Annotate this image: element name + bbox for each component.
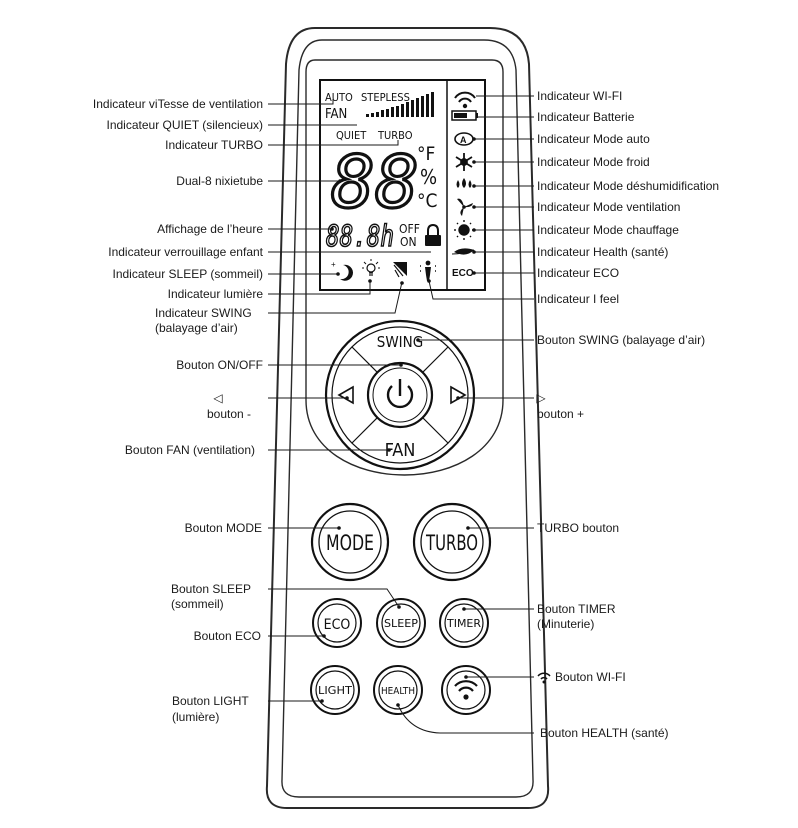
fan-button[interactable]: FAN bbox=[352, 395, 448, 463]
label-swing-btn: Bouton SWING (balayage d’air) bbox=[537, 333, 705, 347]
light-button-label: LIGHT bbox=[318, 684, 353, 697]
timer-button[interactable]: TIMER bbox=[439, 598, 489, 648]
label-quiet: Indicateur QUIET (silencieux) bbox=[106, 118, 263, 132]
swing-louver-icon bbox=[393, 262, 407, 278]
mode-button-label: MODE bbox=[326, 531, 374, 555]
power-button[interactable] bbox=[366, 361, 434, 429]
left-labels: Indicateur viTesse de ventilation Indica… bbox=[93, 97, 264, 724]
swing-button-label: SWING bbox=[377, 333, 423, 351]
lcd-fan: FAN bbox=[325, 107, 347, 122]
lcd-auto: AUTO bbox=[325, 91, 353, 104]
label-fan-speed: Indicateur viTesse de ventilation bbox=[93, 97, 263, 111]
label-health-btn: Bouton HEALTH (santé) bbox=[540, 726, 669, 740]
timer-button-label: TIMER bbox=[446, 617, 481, 630]
moon-icon: + bbox=[331, 260, 353, 281]
label-wifi-btn: Bouton WI-FI bbox=[555, 670, 626, 684]
fan-speed-bars bbox=[366, 92, 434, 117]
sun-icon bbox=[454, 220, 474, 240]
lcd-quiet: QUIET bbox=[336, 129, 367, 142]
fan-button-label: FAN bbox=[385, 440, 416, 461]
label-swing-1: Indicateur SWING bbox=[155, 306, 252, 320]
label-light-btn-2: (lumière) bbox=[172, 710, 219, 724]
label-timer-btn-1: Bouton TIMER bbox=[537, 602, 616, 616]
health-button-label: HEALTH bbox=[381, 686, 415, 697]
label-right-btn: bouton + bbox=[537, 407, 584, 421]
leaf-icon bbox=[451, 248, 475, 255]
label-left-btn: bouton - bbox=[207, 407, 251, 421]
label-light-btn-1: Bouton LIGHT bbox=[172, 694, 249, 708]
person-icon bbox=[420, 260, 436, 281]
health-button[interactable]: HEALTH bbox=[373, 665, 423, 715]
wifi-icon bbox=[454, 91, 476, 109]
lcd-eco: ECO bbox=[452, 268, 474, 279]
lcd-clock: 88.8h bbox=[326, 219, 394, 253]
wifi-icon bbox=[454, 680, 478, 700]
battery-icon bbox=[451, 110, 478, 121]
lcd-on: ON bbox=[400, 235, 417, 249]
lcd-deg-f: °F bbox=[417, 143, 435, 165]
label-mode-btn: Bouton MODE bbox=[185, 521, 262, 535]
lcd-main-digits: 88 bbox=[331, 140, 419, 224]
label-sleep-btn-2: (sommeil) bbox=[171, 597, 224, 611]
label-dual8: Dual-8 nixietube bbox=[176, 174, 263, 188]
svg-text:A: A bbox=[460, 135, 467, 145]
lcd-turbo: TURBO bbox=[377, 129, 413, 142]
label-auto: Indicateur Mode auto bbox=[537, 132, 650, 146]
label-child-lock: Indicateur verrouillage enfant bbox=[108, 245, 263, 259]
label-turbo-btn: TURBO bouton bbox=[537, 521, 619, 535]
lcd-screen: AUTO STEPLESS FAN QUIET TURBO 88 °F % °C… bbox=[319, 79, 486, 291]
lcd-percent: % bbox=[420, 165, 437, 189]
label-health: Indicateur Health (santé) bbox=[537, 245, 668, 259]
sleep-button-label: SLEEP bbox=[384, 617, 418, 630]
label-eco-btn: Bouton ECO bbox=[194, 629, 261, 643]
eco-button[interactable]: ECO bbox=[312, 598, 362, 648]
label-cool: Indicateur Mode froid bbox=[537, 155, 650, 169]
label-sleep: Indicateur SLEEP (sommeil) bbox=[112, 267, 263, 281]
label-light: Indicateur lumière bbox=[168, 287, 264, 301]
label-heat: Indicateur Mode chauffage bbox=[537, 223, 679, 237]
label-fan: Indicateur Mode ventilation bbox=[537, 200, 680, 214]
right-labels: Indicateur WI-FI Indicateur Batterie Ind… bbox=[536, 89, 719, 740]
swing-button[interactable]: SWING bbox=[352, 327, 448, 395]
label-clock: Affichage de l’heure bbox=[157, 222, 263, 236]
snowflake-icon bbox=[455, 153, 473, 171]
svg-text:+: + bbox=[331, 260, 336, 269]
lcd-off: OFF bbox=[399, 222, 420, 236]
label-wifi: Indicateur WI-FI bbox=[537, 89, 622, 103]
bulb-icon bbox=[362, 259, 380, 276]
label-eco: Indicateur ECO bbox=[537, 266, 619, 280]
label-sleep-btn-1: Bouton SLEEP bbox=[171, 582, 251, 596]
label-fan-btn: Bouton FAN (ventilation) bbox=[125, 443, 255, 457]
label-onoff: Bouton ON/OFF bbox=[176, 358, 263, 372]
turbo-button[interactable]: TURBO bbox=[412, 502, 492, 582]
light-button[interactable]: LIGHT bbox=[310, 665, 360, 715]
power-icon bbox=[386, 379, 414, 409]
label-ifeel: Indicateur I feel bbox=[537, 292, 619, 306]
wifi-icon bbox=[537, 672, 551, 684]
lcd-stepless: STEPLESS bbox=[361, 91, 410, 104]
leader-lines-left bbox=[268, 99, 431, 703]
wifi-button[interactable] bbox=[441, 665, 491, 715]
label-swing-2: (balayage d’air) bbox=[155, 321, 238, 335]
label-left-glyph: ◁ bbox=[213, 391, 223, 405]
turbo-button-label: TURBO bbox=[425, 531, 478, 555]
sleep-button[interactable]: SLEEP bbox=[376, 598, 426, 648]
label-dry: Indicateur Mode déshumidification bbox=[537, 179, 719, 193]
lcd-deg-c: °C bbox=[417, 190, 438, 212]
label-timer-btn-2: (Minuterie) bbox=[537, 617, 594, 631]
mode-button[interactable]: MODE bbox=[310, 502, 390, 582]
eco-button-label: ECO bbox=[324, 617, 351, 633]
dpad: SWING FAN bbox=[324, 319, 476, 471]
label-battery: Indicateur Batterie bbox=[537, 110, 635, 124]
label-turbo: Indicateur TURBO bbox=[165, 138, 263, 152]
lock-icon bbox=[425, 223, 441, 246]
fan-blade-icon bbox=[457, 198, 473, 216]
leader-lines-right bbox=[396, 95, 534, 734]
label-right-glyph: ▷ bbox=[536, 391, 546, 405]
drops-icon bbox=[456, 178, 472, 188]
